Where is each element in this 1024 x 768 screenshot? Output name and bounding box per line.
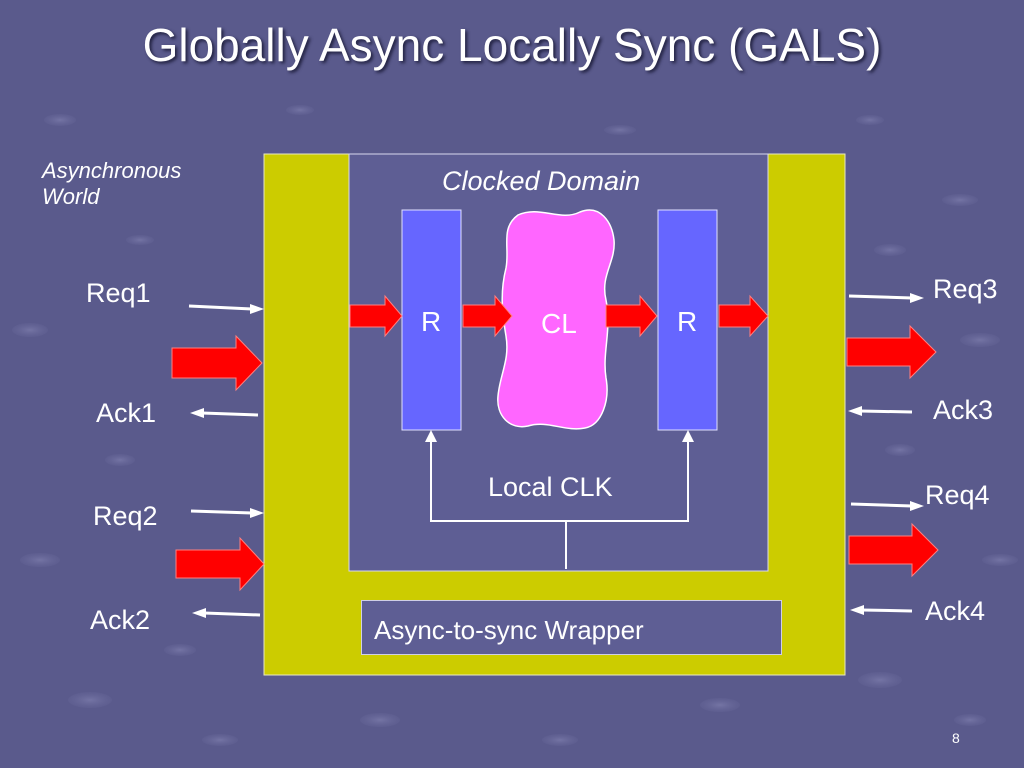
req3-label: Req3 bbox=[933, 274, 998, 304]
async-to-sync-wrapper-box: Async-to-sync Wrapper bbox=[361, 600, 782, 655]
ack1-label: Ack1 bbox=[96, 398, 157, 428]
local-clock-label: Local CLK bbox=[488, 472, 613, 502]
clock-arrowheads bbox=[425, 430, 694, 442]
local-clock-tree bbox=[430, 440, 689, 569]
req4-label: Req4 bbox=[925, 480, 990, 510]
background-bubbles bbox=[12, 54, 1018, 746]
req1-label: Req1 bbox=[86, 278, 151, 308]
asynchronous-world-label: Asynchronous World bbox=[42, 158, 182, 210]
register-left-label: R bbox=[421, 306, 442, 337]
ack2-label: Ack2 bbox=[90, 605, 151, 635]
ack3-label: Ack3 bbox=[933, 395, 994, 425]
combinational-logic-label: CL bbox=[541, 308, 577, 339]
clocked-domain-label: Clocked Domain bbox=[442, 166, 641, 196]
data-arrows bbox=[171, 294, 939, 592]
ack4-label: Ack4 bbox=[925, 596, 986, 626]
req2-label: Req2 bbox=[93, 501, 158, 531]
handshake-arrows bbox=[188, 293, 924, 618]
register-right bbox=[657, 209, 718, 431]
register-left bbox=[401, 209, 462, 431]
page-number: 8 bbox=[952, 730, 960, 746]
wrapper-label: Async-to-sync Wrapper bbox=[374, 615, 644, 645]
slide-title: Globally Async Locally Sync (GALS) bbox=[142, 19, 882, 71]
register-right-label: R bbox=[677, 306, 698, 337]
